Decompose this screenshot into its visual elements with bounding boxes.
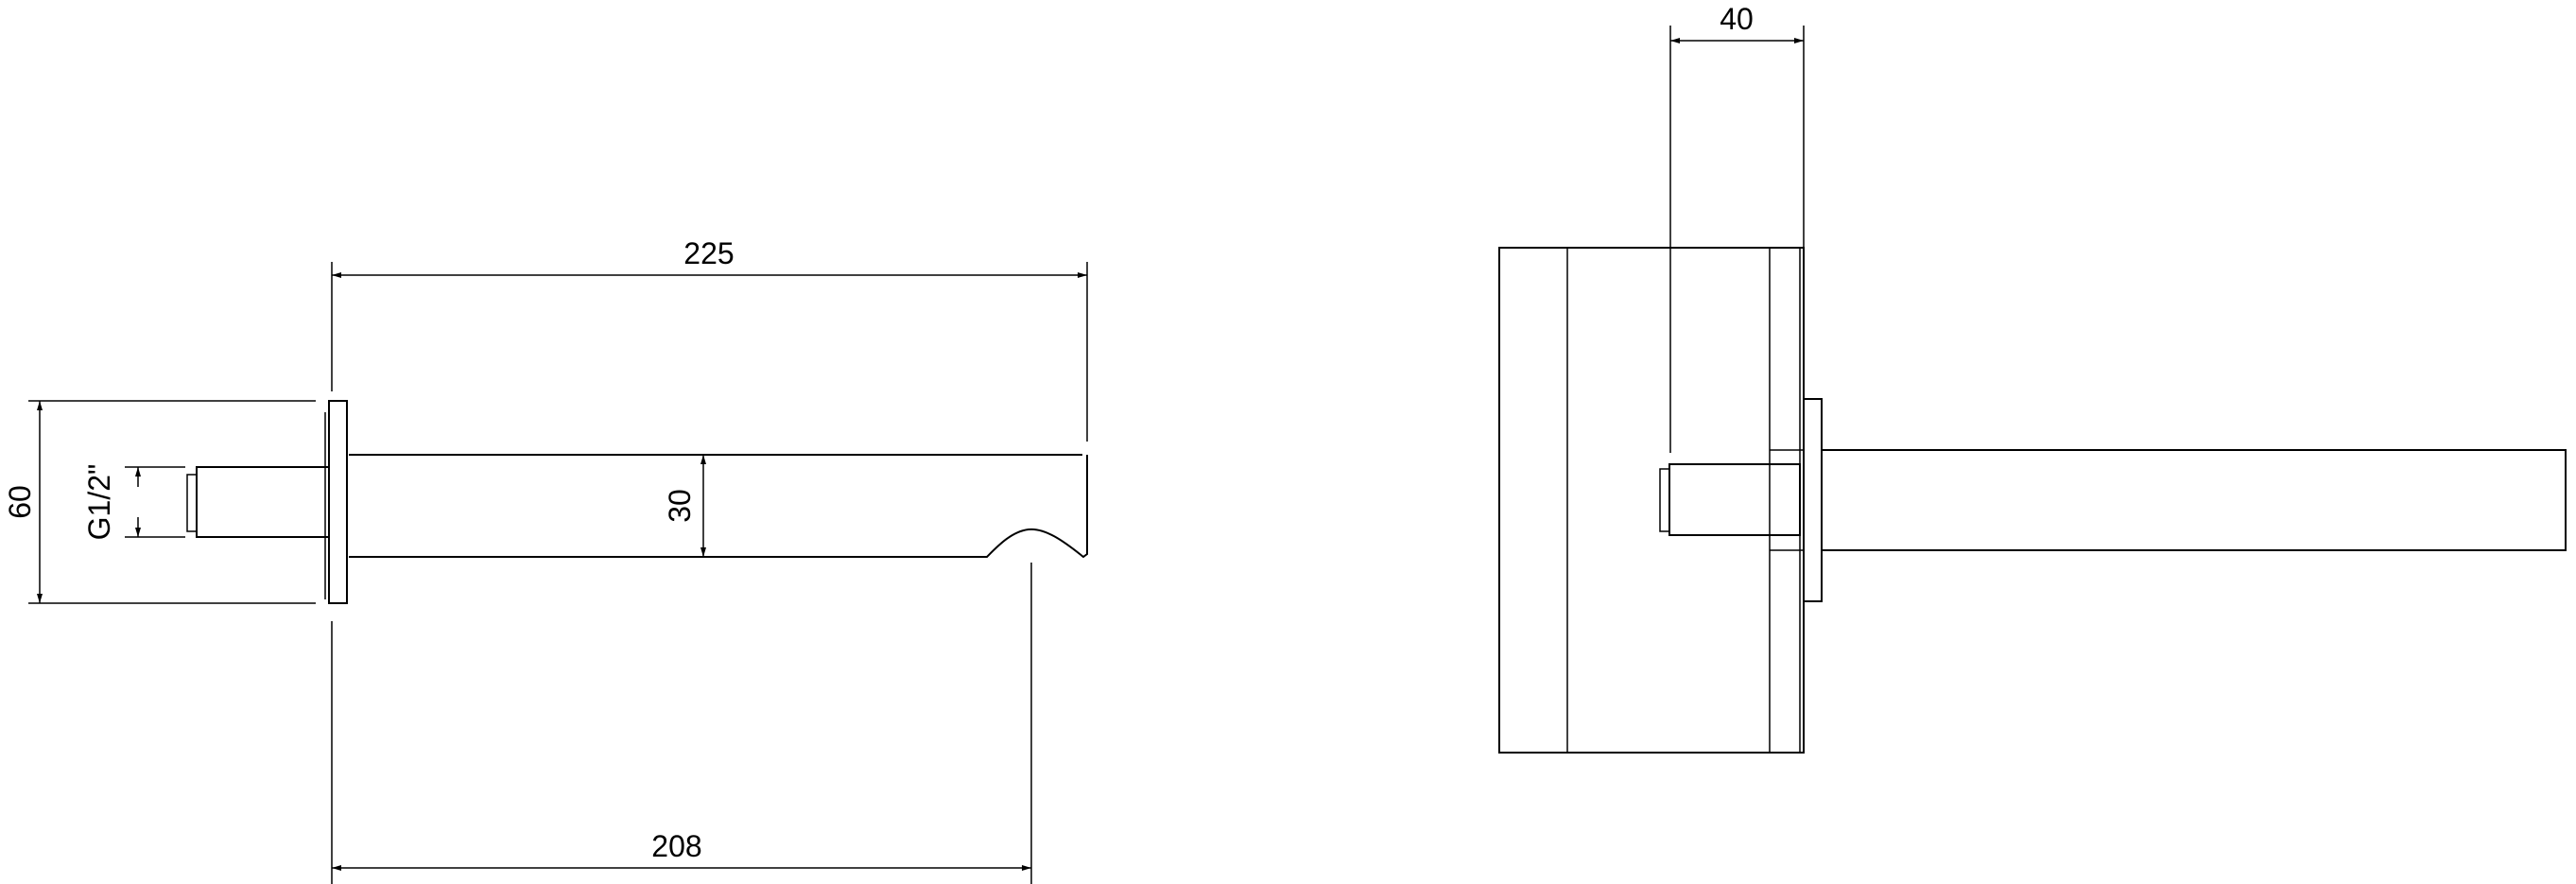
thread-connector-tip (186, 474, 198, 532)
top-connector-tip (1659, 468, 1670, 532)
dimension-label-connection-depth: 40 (1720, 2, 1754, 36)
side-view: 225 208 60 G1/2" 30 (3, 236, 1088, 884)
thread-connector (196, 466, 330, 538)
spout-outline (349, 454, 1088, 559)
wall-flange (328, 400, 348, 604)
wall-box (1498, 247, 1805, 754)
top-flange (1803, 398, 1823, 602)
dimension-label-outlet-distance: 208 (651, 829, 701, 863)
dimension-label-overall-length: 225 (683, 236, 734, 270)
dimension-label-flange-height: 60 (3, 485, 37, 519)
top-connector (1668, 463, 1801, 536)
dimension-label-spout-height: 30 (663, 489, 697, 523)
spout-body (186, 400, 1088, 604)
top-view: 40 (1498, 2, 2567, 754)
dimension-40: 40 (1669, 2, 1805, 453)
dimension-208: 208 (332, 563, 1032, 884)
dimension-thread: G1/2" (82, 464, 185, 541)
dimension-225: 225 (331, 236, 1088, 884)
top-spout (1821, 449, 2567, 551)
dimension-60: 60 (3, 400, 316, 604)
dimension-label-thread: G1/2" (82, 464, 116, 541)
dimension-30: 30 (663, 455, 706, 557)
